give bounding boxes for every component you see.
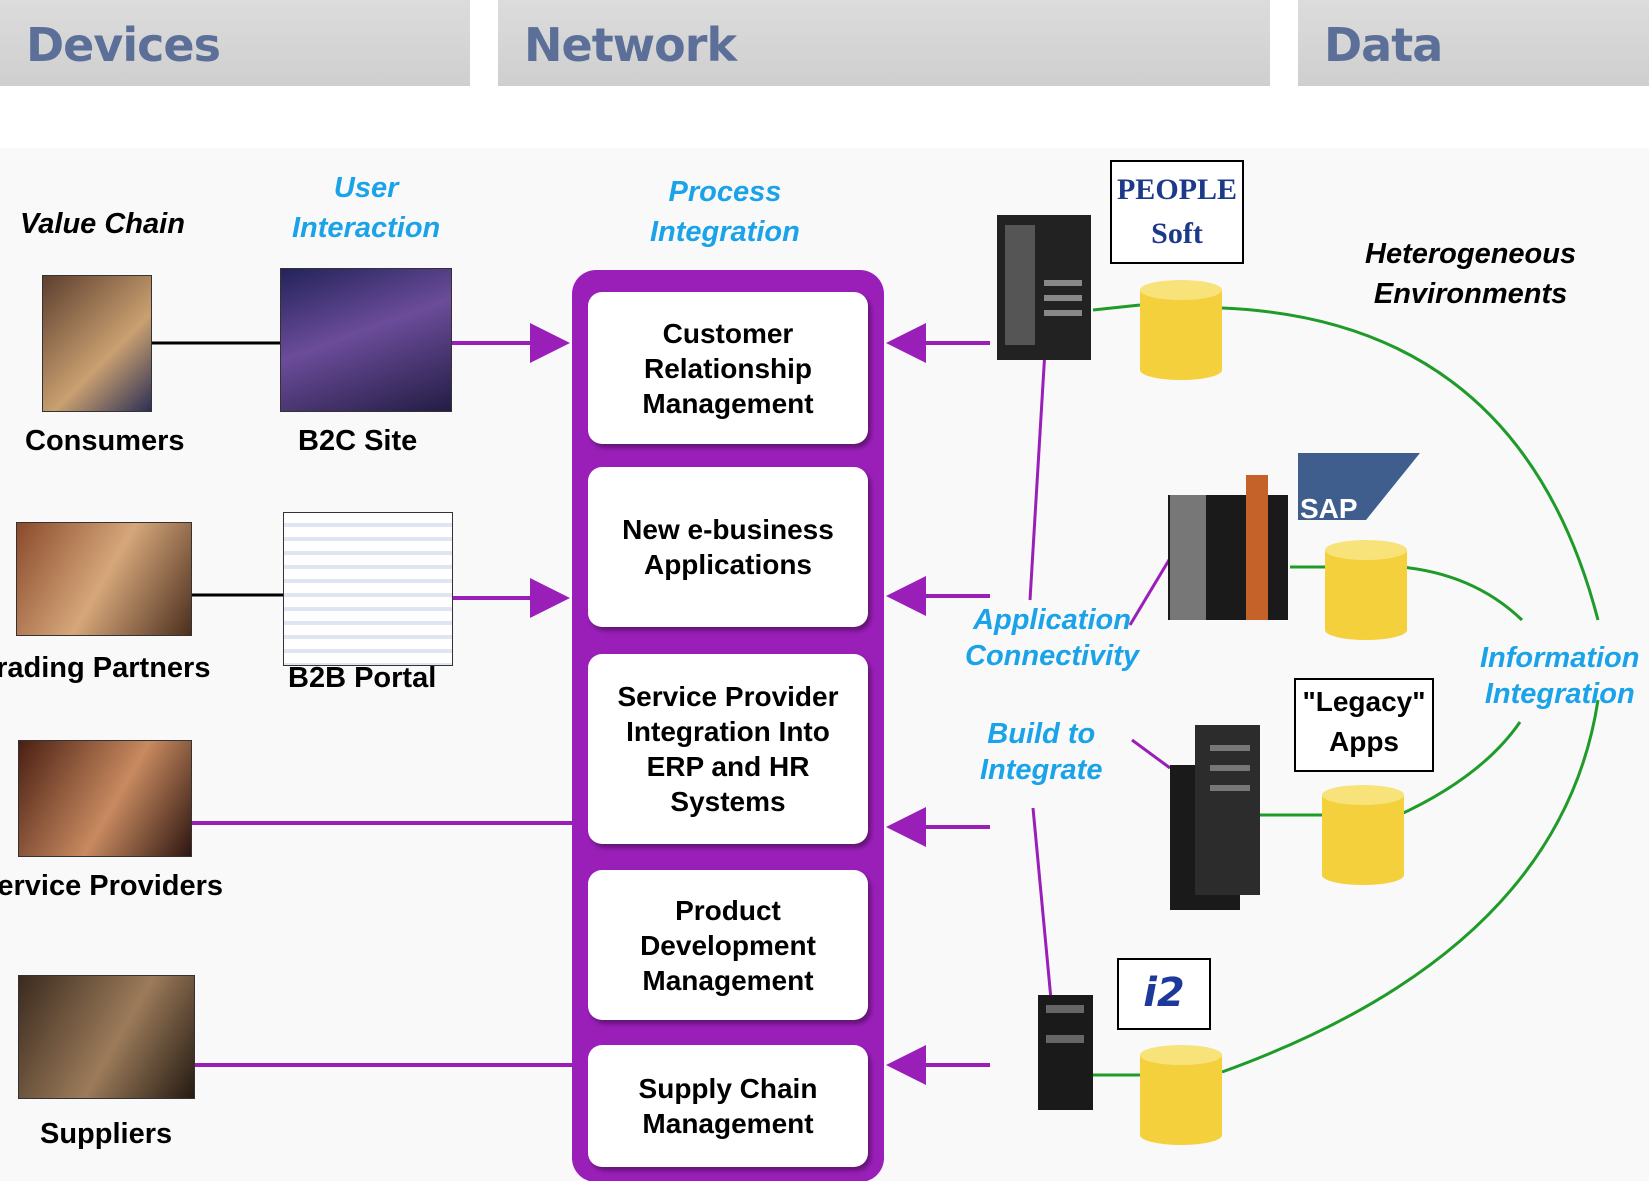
line-connectivity-upper	[1028, 349, 1047, 601]
line-to-sap-server	[1128, 554, 1174, 626]
trading-partners-label: Trading Partners	[0, 652, 211, 684]
service-providers-label: Service Providers	[0, 870, 224, 902]
application-connectivity-label: Application Connectivity	[965, 604, 1140, 672]
header-network-label: Network	[524, 18, 737, 72]
header-devices: Devices	[0, 0, 470, 86]
sap-mainframe-icon	[1168, 475, 1288, 620]
heterogeneous-environments-label: Heterogeneous Environments	[1365, 238, 1577, 310]
database-icon-legacy	[1322, 785, 1404, 885]
database-icon-peoplesoft	[1140, 280, 1222, 380]
consumer-photo	[42, 275, 152, 412]
sap-logo-text: SAP	[1300, 493, 1358, 524]
database-icon-sap	[1325, 540, 1407, 640]
supplier-photo	[18, 975, 195, 1099]
b2c-site-label: B2C Site	[298, 425, 418, 457]
peoplesoft-logo-text: PEOPLE Soft	[1116, 173, 1237, 250]
suppliers-label: Suppliers	[40, 1118, 173, 1150]
box-crm: Customer Relationship Management	[588, 292, 868, 444]
line-legacy-db-info	[1387, 721, 1522, 822]
information-integration-label: Information Integration	[1480, 642, 1640, 710]
legacy-server-icon	[1170, 725, 1260, 910]
header-devices-label: Devices	[26, 18, 221, 72]
service-provider-photo	[18, 740, 192, 857]
i2-logo: i2	[1117, 958, 1211, 1030]
i2-logo-text: i2	[1143, 970, 1185, 1016]
user-interaction-label: User Interaction	[292, 172, 441, 244]
information-integration-arc	[1221, 306, 1600, 621]
b2c-site-screenshot	[280, 268, 452, 412]
box-service-provider: Service Provider Integration Into ERP an…	[588, 654, 868, 844]
peoplesoft-server-icon	[997, 215, 1091, 360]
box-supply-chain: Supply Chain Management	[588, 1045, 868, 1167]
b2b-portal-label: B2B Portal	[288, 662, 437, 694]
line-connectivity-lower	[1031, 807, 1054, 1011]
value-chain-label: Value Chain	[20, 208, 185, 240]
legacy-apps-box: "Legacy" Apps	[1294, 678, 1434, 772]
peoplesoft-logo: PEOPLE Soft	[1110, 160, 1244, 264]
line-to-legacy-server	[1131, 738, 1171, 770]
header-data-label: Data	[1324, 18, 1443, 72]
sap-logo	[1298, 453, 1420, 520]
box-ebusiness: New e-business Applications	[588, 467, 868, 627]
b2b-portal-screenshot	[283, 512, 453, 666]
consumers-label: Consumers	[25, 425, 185, 457]
header-network: Network	[498, 0, 1270, 86]
trading-partner-photo	[16, 522, 192, 636]
build-to-integrate-label: Build to Integrate	[980, 718, 1103, 786]
line-sap-db-info	[1387, 564, 1524, 622]
information-integration-arc-lower	[1221, 699, 1600, 1074]
process-integration-label: Process Integration	[650, 176, 800, 248]
box-product-development: Product Development Management	[588, 870, 868, 1020]
header-data: Data	[1298, 0, 1649, 86]
line-ps-server-db	[1092, 303, 1141, 312]
i2-server-icon	[1038, 995, 1093, 1110]
database-icon-i2	[1140, 1045, 1222, 1145]
